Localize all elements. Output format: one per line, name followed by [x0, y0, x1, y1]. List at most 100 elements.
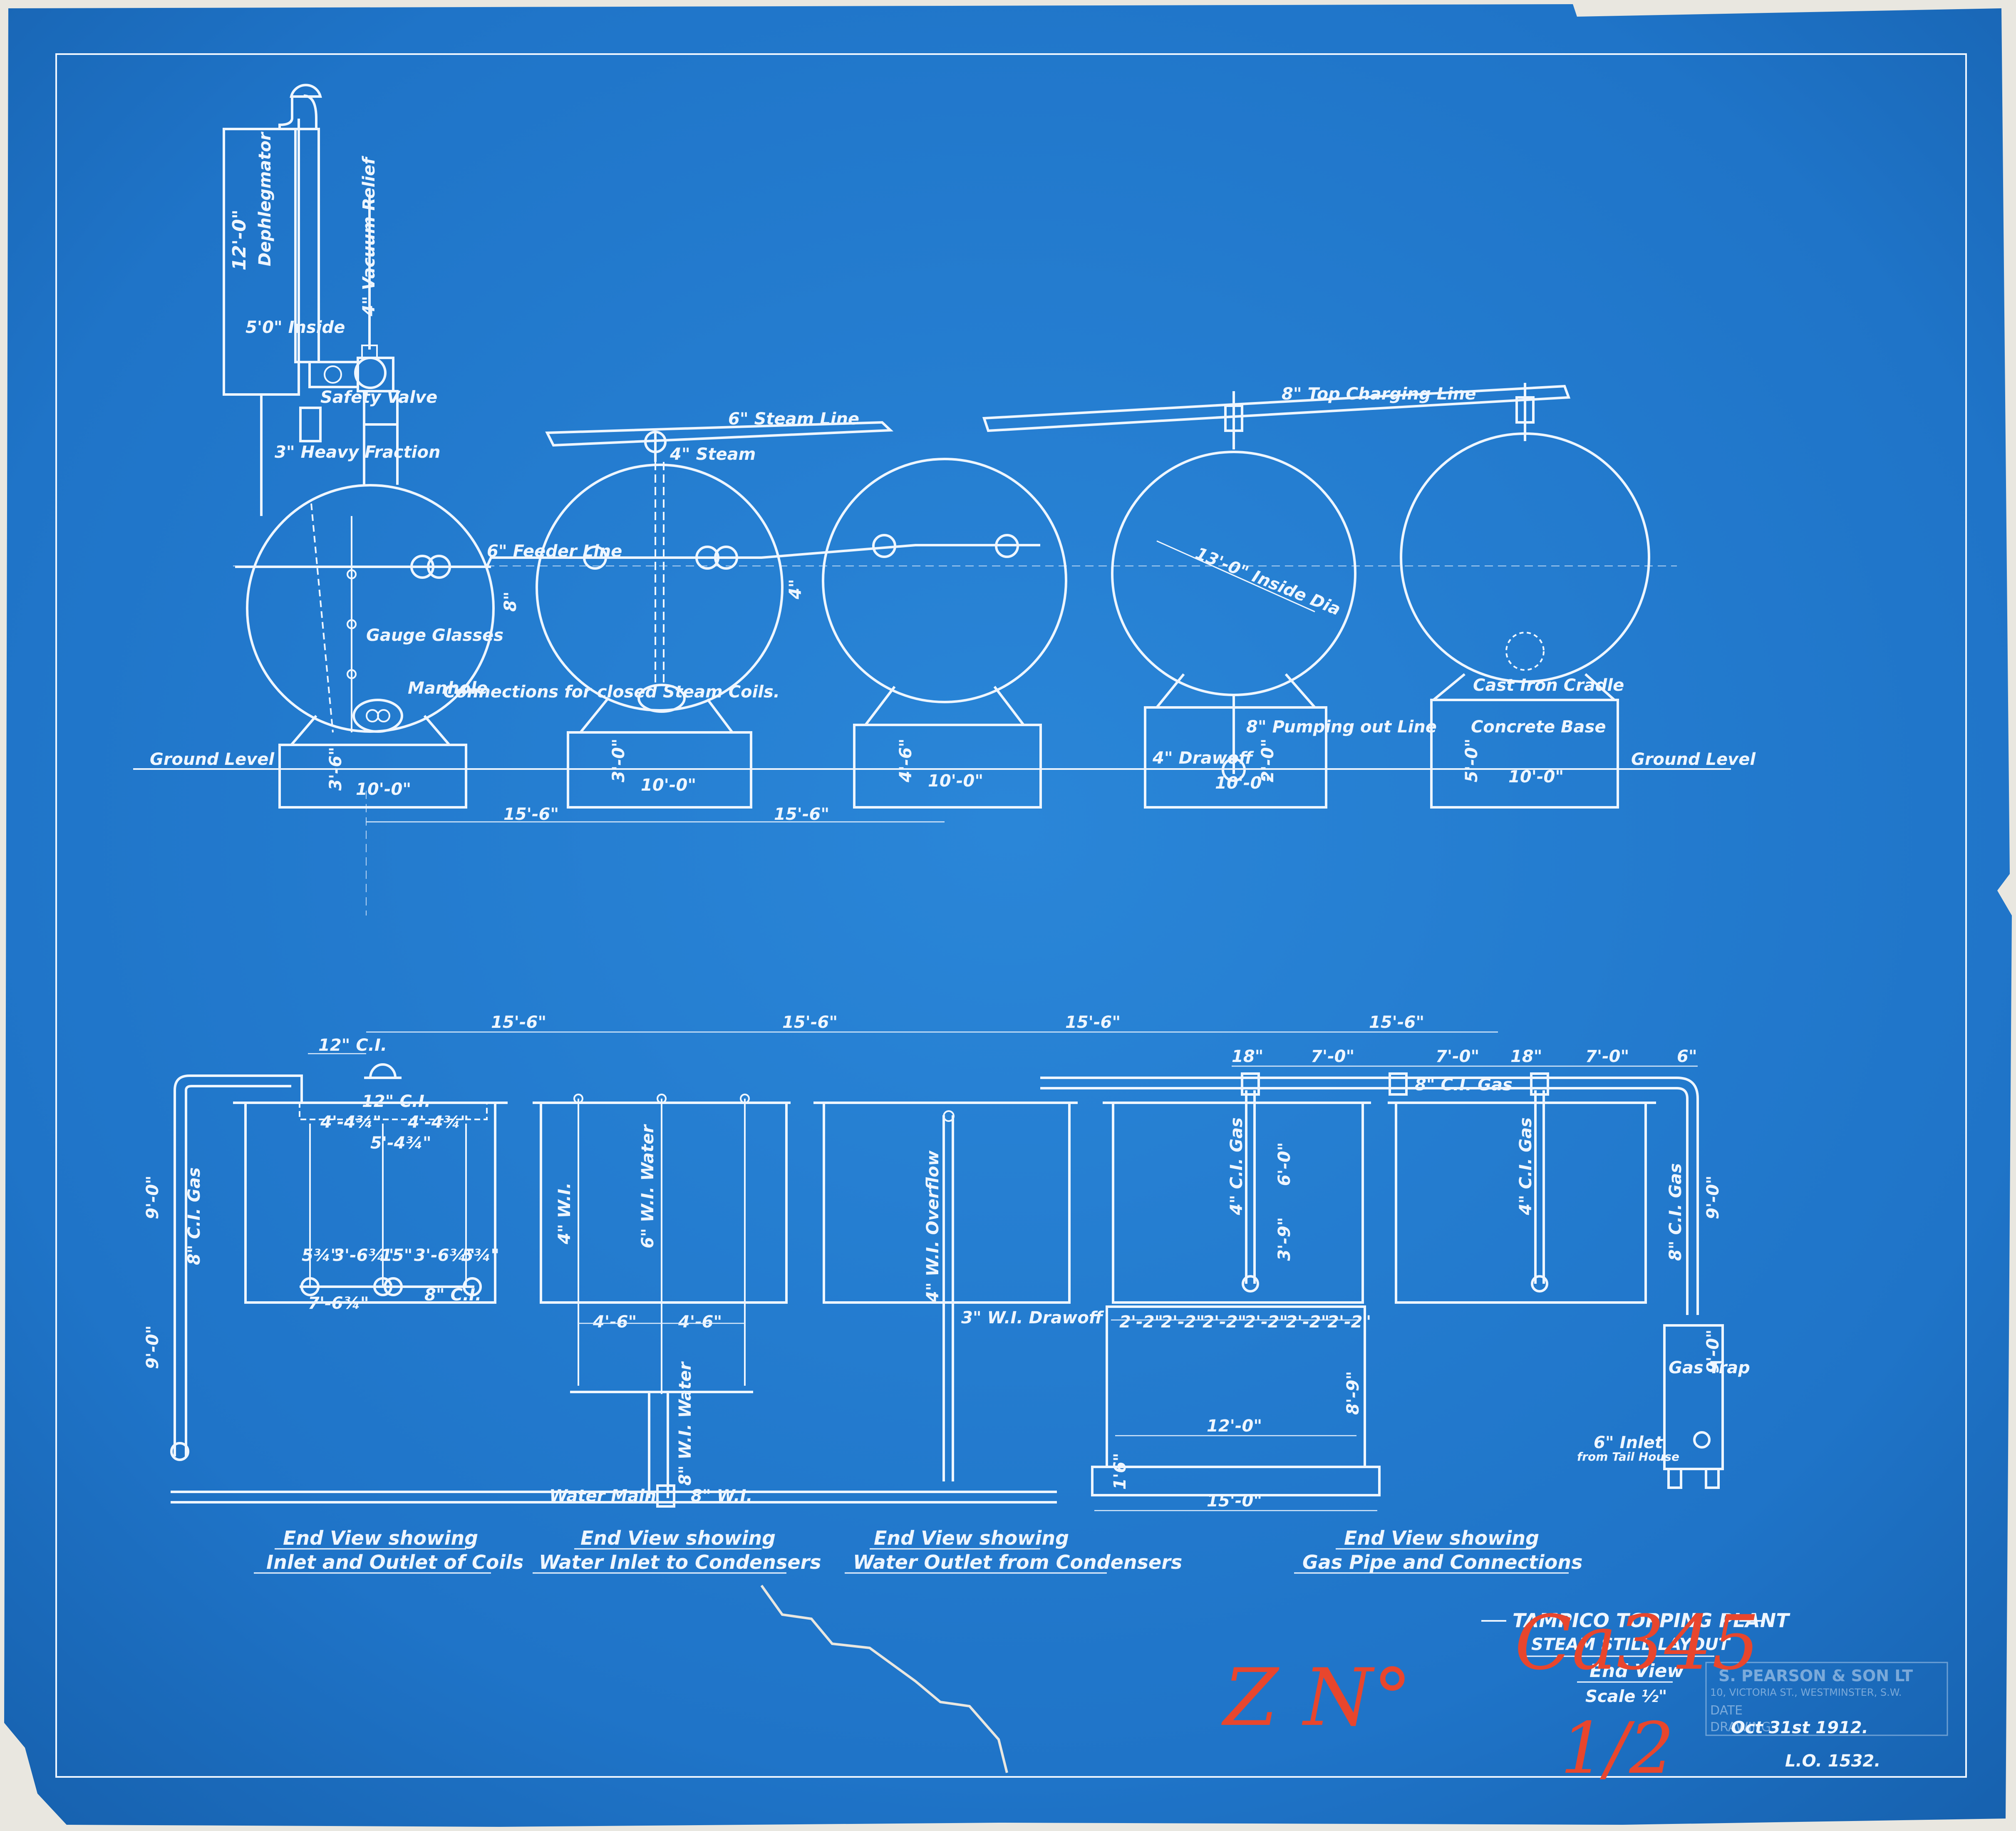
- svg-text:DRAWING: DRAWING: [1710, 1720, 1771, 1734]
- svg-text:5'-0": 5'-0": [1462, 739, 1481, 782]
- svg-text:from Tail House: from Tail House: [1577, 1450, 1679, 1464]
- svg-text:4'-6": 4'-6": [896, 739, 915, 783]
- view-water-outlet: 4" W.I. Overflow 3" W.I. Drawoff: [813, 1102, 1104, 1481]
- caption-1-line2: Inlet and Outlet of Coils: [266, 1551, 523, 1573]
- svg-text:4": 4": [786, 579, 805, 600]
- svg-text:3" Heavy Fraction: 3" Heavy Fraction: [275, 443, 440, 462]
- water-main: [171, 1491, 1057, 1504]
- svg-text:10'-0": 10'-0": [356, 780, 411, 799]
- svg-text:15'-0": 15'-0": [1207, 1491, 1262, 1511]
- valves-row: [410, 534, 1019, 579]
- caption-3-line2: Water Outlet from Condensers: [853, 1551, 1182, 1573]
- svg-text:Gas Trap: Gas Trap: [1669, 1358, 1750, 1377]
- title-block: TAMPICO TOPPING PLANT STEAM STILL LAYOUT…: [1481, 1609, 1880, 1771]
- svg-text:4" Steam: 4" Steam: [670, 445, 756, 464]
- ground-level-left: Ground Level: [150, 750, 275, 769]
- still-1: Dephlegmator 12'-0" 5'0" Inside 4" Vacuu…: [223, 84, 780, 809]
- svg-text:1'6": 1'6": [1111, 1453, 1130, 1490]
- drawing-title: STEAM STILL LAYOUT: [1531, 1635, 1731, 1654]
- svg-text:6'-0": 6'-0": [1275, 1142, 1294, 1186]
- svg-text:10'-0": 10'-0": [641, 776, 696, 795]
- still-4-base: [1144, 706, 1327, 809]
- svg-text:18": 18": [1232, 1047, 1264, 1066]
- svg-text:Dephlegmator: Dephlegmator: [255, 131, 275, 266]
- svg-text:2'-2": 2'-2": [1244, 1312, 1288, 1332]
- svg-text:9'-0": 9'-0": [143, 1325, 162, 1369]
- svg-text:12'-0": 12'-0": [229, 209, 250, 270]
- svg-text:2'-2": 2'-2": [1327, 1312, 1371, 1332]
- svg-text:2'-2": 2'-2": [1119, 1312, 1163, 1332]
- paper-tear: [760, 1585, 1008, 1773]
- svg-text:8" C.I. Gas: 8" C.I. Gas: [1666, 1163, 1685, 1261]
- svg-text:7'-0": 7'-0": [1585, 1047, 1629, 1066]
- svg-text:5¾": 5¾": [462, 1246, 499, 1265]
- svg-text:7'-0": 7'-0": [1311, 1047, 1354, 1066]
- svg-text:Manhole: Manhole: [408, 679, 488, 698]
- svg-text:S. PEARSON & SON LT: S. PEARSON & SON LT: [1718, 1667, 1913, 1685]
- svg-text:5¾": 5¾": [302, 1246, 339, 1265]
- svg-text:8" C.I.: 8" C.I.: [424, 1285, 481, 1305]
- company-stamp: S. PEARSON & SON LT 10, VICTORIA ST., WE…: [1705, 1662, 1948, 1736]
- svg-text:Gauge Glasses: Gauge Glasses: [366, 626, 503, 645]
- svg-text:6" Inlet: 6" Inlet: [1594, 1433, 1664, 1452]
- still-3: 10'-0" 4'-6" 4": [786, 458, 1067, 809]
- svg-text:8" W.I.: 8" W.I.: [691, 1486, 753, 1506]
- blueprint-paper: [4, 4, 2012, 1827]
- svg-text:10'-0": 10'-0": [1215, 774, 1270, 793]
- ground-level-right: Ground Level: [1631, 750, 1756, 769]
- svg-text:3'-6¾": 3'-6¾": [414, 1246, 475, 1265]
- red-annotations: Z N° Ca345 1/2: [1221, 1600, 1760, 1790]
- feeder-line: [486, 544, 1040, 568]
- caption-2-line1: End View showing: [580, 1527, 776, 1549]
- svg-text:12'-0": 12'-0": [1207, 1417, 1262, 1436]
- project-title: TAMPICO TOPPING PLANT: [1513, 1609, 1790, 1632]
- svg-text:2'-2": 2'-2": [1286, 1312, 1329, 1332]
- svg-text:12" C.I.: 12" C.I.: [362, 1092, 431, 1111]
- svg-text:6" Feeder Line: 6" Feeder Line: [487, 542, 622, 561]
- svg-text:4" Drawoff: 4" Drawoff: [1152, 749, 1254, 768]
- svg-text:8" Pumping out Line: 8" Pumping out Line: [1246, 717, 1437, 737]
- svg-text:10, VICTORIA ST., WESTMINSTER,: 10, VICTORIA ST., WESTMINSTER, S.W.: [1710, 1687, 1902, 1698]
- still-5-base: [1430, 699, 1619, 809]
- svg-text:15'-6": 15'-6": [774, 805, 829, 824]
- caption-2-line2: Water Inlet to Condensers: [539, 1551, 821, 1573]
- svg-text:15": 15": [381, 1246, 413, 1265]
- svg-text:9'-0": 9'-0": [143, 1176, 162, 1219]
- svg-text:4'-4¾": 4'-4¾": [320, 1113, 382, 1132]
- svg-text:7'-0": 7'-0": [1436, 1047, 1479, 1066]
- svg-text:10'-0": 10'-0": [1508, 767, 1564, 786]
- view-title: End View: [1589, 1660, 1684, 1682]
- svg-text:4" W.I. Overflow: 4" W.I. Overflow: [923, 1150, 942, 1303]
- manhole: [352, 699, 403, 733]
- red-zone-mark: Z N°: [1221, 1652, 1412, 1744]
- svg-text:8": 8": [501, 591, 520, 612]
- svg-text:8" C.I. Gas: 8" C.I. Gas: [185, 1167, 204, 1265]
- svg-text:15'-6": 15'-6": [782, 1013, 838, 1032]
- svg-text:4" C.I. Gas: 4" C.I. Gas: [1227, 1117, 1246, 1216]
- svg-text:10'-0": 10'-0": [928, 772, 983, 791]
- still-2-base: [567, 731, 752, 809]
- svg-text:8" W.I. Water: 8" W.I. Water: [676, 1361, 695, 1486]
- svg-text:Connections for closed Steam C: Connections for closed Steam Coils.: [443, 682, 780, 702]
- svg-text:5'-4¾": 5'-4¾": [370, 1134, 431, 1153]
- still-5: Cast Iron Cradle Concrete Base 10'-0" 5'…: [1400, 383, 1650, 809]
- svg-text:DATE: DATE: [1710, 1703, 1743, 1718]
- scale-label: Scale ½": [1585, 1687, 1667, 1706]
- drawing-number: L.O. 1532.: [1785, 1752, 1880, 1771]
- still-3-base: [853, 724, 1042, 809]
- concrete-base-label: Concrete Base: [1471, 717, 1606, 737]
- svg-text:12" C.I.: 12" C.I.: [318, 1036, 387, 1055]
- svg-text:4'-4¾": 4'-4¾": [407, 1113, 469, 1132]
- svg-text:4" C.I. Gas: 4" C.I. Gas: [1516, 1117, 1535, 1216]
- svg-text:4" W.I.: 4" W.I.: [555, 1182, 574, 1245]
- svg-text:15'-6": 15'-6": [491, 1013, 546, 1032]
- caption-4-line2: Gas Pipe and Connections: [1302, 1551, 1582, 1573]
- svg-text:8'-9": 8'-9": [1344, 1371, 1363, 1415]
- view-coils: 9'-0" 9'-0" 8" C.I. Gas 12" C.I. 12" C.I…: [143, 1036, 508, 1461]
- svg-text:3" W.I. Drawoff: 3" W.I. Drawoff: [961, 1308, 1104, 1327]
- svg-text:15'-6": 15'-6": [1369, 1013, 1424, 1032]
- svg-text:4'-6": 4'-6": [678, 1312, 722, 1332]
- svg-text:2'-0": 2'-0": [1258, 739, 1277, 782]
- svg-text:8" Top Charging Line: 8" Top Charging Line: [1282, 385, 1476, 404]
